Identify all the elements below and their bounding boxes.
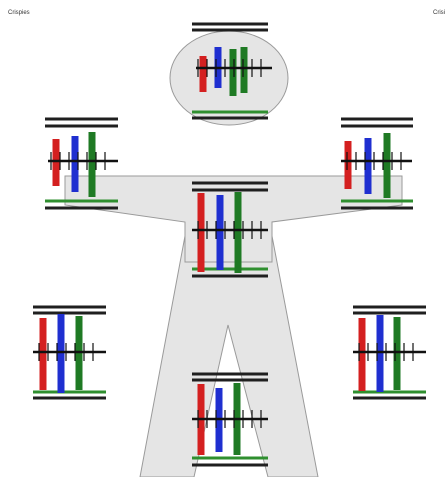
cluster-rule-2 [341,125,413,128]
cluster-rule-4 [45,207,118,210]
figure-legs [140,236,318,477]
red-bar [53,139,60,186]
cluster-rule-4 [353,397,426,400]
cluster-rule-4 [192,117,268,120]
cluster-rule-4 [192,464,268,467]
cluster-rule-2 [353,312,426,315]
blue-bar [217,195,224,270]
cluster-rule-3 [45,200,118,203]
cluster-rule-1 [341,118,413,121]
cluster-rule-3 [341,200,413,203]
cluster-rule-2 [33,312,106,315]
corner-label-left: Crispies [8,10,30,16]
cluster-rule-1 [192,373,268,376]
cluster-left-side [33,306,106,400]
cluster-rule-1 [33,306,106,309]
green-bar [241,47,248,93]
green-bar [230,49,237,96]
cluster-rule-2 [192,189,268,192]
blue-bar [58,314,65,393]
green-bar [235,192,242,273]
cluster-rule-2 [45,125,118,128]
cluster-rule-4 [33,397,106,400]
red-bar [200,56,207,92]
cluster-rule-3 [192,111,268,114]
cluster-right-side [353,306,426,400]
red-bar [40,318,47,390]
green-bar [384,133,391,198]
cluster-rule-3 [192,457,268,460]
red-bar [345,141,352,189]
cluster-rule-1 [45,118,118,121]
cluster-rule-1 [353,306,426,309]
cluster-rule-4 [341,207,413,210]
green-bar [89,132,96,197]
cluster-rule-2 [192,29,268,32]
corner-label-right: Crisi [433,10,445,16]
cluster-rule-4 [192,275,268,278]
cluster-rule-1 [192,182,268,185]
cluster-rule-3 [33,391,106,394]
cluster-rule-2 [192,379,268,382]
cluster-rule-1 [192,23,268,26]
